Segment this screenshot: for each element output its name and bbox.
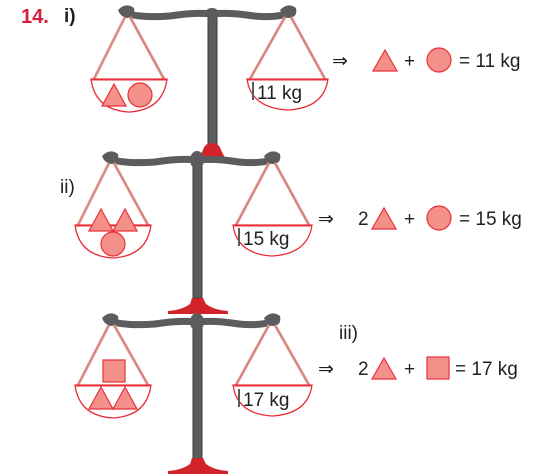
- implies-symbol: ⇒: [332, 51, 348, 72]
- equation-iii: ⇒ 2 + = 17 kg: [318, 357, 518, 380]
- plus-operator: +: [404, 209, 415, 230]
- square-symbol: [427, 357, 449, 379]
- triangle-weight: [113, 209, 137, 231]
- equation-ii: ⇒ 2 + = 15 kg: [318, 206, 522, 230]
- circle-symbol: [427, 48, 451, 72]
- triangle-weight: [89, 209, 113, 231]
- equation-result: = 15 kg: [459, 209, 522, 230]
- left-pan: [75, 163, 151, 258]
- implies-symbol: ⇒: [318, 359, 334, 380]
- equation-result: = 17 kg: [455, 359, 518, 380]
- triangle-symbol: [372, 358, 396, 379]
- equation-i: ⇒ + = 11 kg: [332, 48, 520, 72]
- coefficient: 2: [358, 359, 369, 380]
- triangle-symbol: [373, 50, 397, 71]
- right-pan-weight-label: 17 kg: [243, 390, 289, 411]
- scale-base: [168, 298, 228, 314]
- left-pan: [91, 17, 167, 112]
- coefficient: 2: [358, 209, 369, 230]
- scale-base: [168, 458, 228, 474]
- right-pan: 15 kg: [233, 163, 312, 256]
- left-pan: [75, 325, 151, 418]
- circle-weight: [101, 232, 125, 256]
- central-post: [193, 8, 218, 464]
- implies-symbol: ⇒: [318, 209, 334, 230]
- right-pan: 17 kg: [233, 325, 312, 416]
- right-pan: 11 kg: [247, 17, 328, 110]
- square-weight: [103, 360, 125, 382]
- circle-weight: [128, 83, 152, 107]
- right-pan-weight-label: 15 kg: [243, 229, 289, 250]
- plus-operator: +: [404, 359, 415, 380]
- right-pan-weight-label: 11 kg: [257, 83, 302, 104]
- equation-result: = 11 kg: [459, 51, 520, 72]
- triangle-symbol: [372, 208, 396, 229]
- plus-operator: +: [404, 51, 415, 72]
- circle-symbol: [427, 206, 451, 230]
